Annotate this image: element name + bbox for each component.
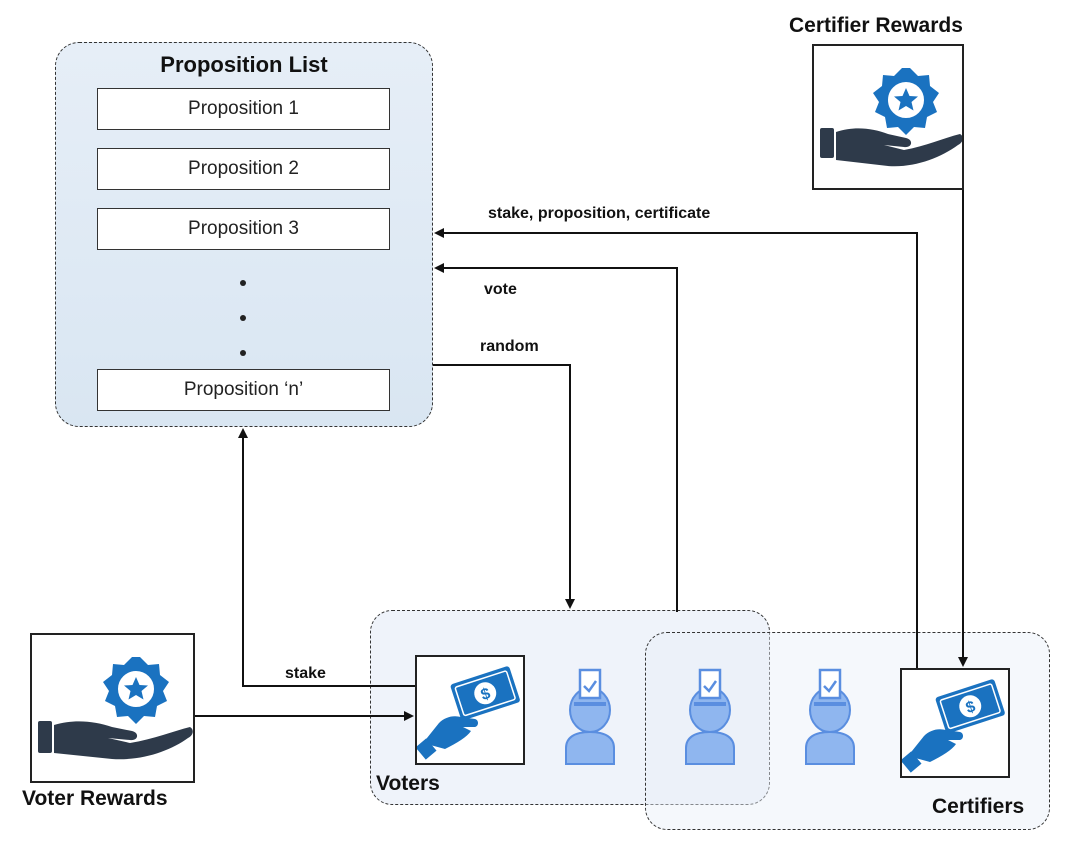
proposition-item-2: Proposition 2 xyxy=(97,148,390,190)
voter-rewards-label: Voter Rewards xyxy=(22,787,168,810)
edge-random xyxy=(433,364,575,609)
reward-icon xyxy=(820,68,963,167)
person-ballot-icon xyxy=(565,668,615,765)
voters-label: Voters xyxy=(376,772,440,795)
proposition-item-n: Proposition ‘n’ xyxy=(97,369,390,411)
edge-stake xyxy=(238,428,415,687)
money-hand-icon: $ xyxy=(900,679,1005,773)
certifier-rewards-box xyxy=(812,44,964,190)
ellipsis-dot xyxy=(240,315,246,321)
edge-label-stake-proposition-certificate: stake, proposition, certificate xyxy=(488,205,711,222)
voter-stake-box: $ xyxy=(415,655,525,765)
ellipsis-dot xyxy=(240,350,246,356)
edge-stake-proposition-certificate xyxy=(434,228,918,668)
edge-label-vote: vote xyxy=(484,281,517,298)
ellipsis-dot xyxy=(240,280,246,286)
certifier-stake-box: $ xyxy=(900,668,1010,778)
certifiers-label: Certifiers xyxy=(932,795,1025,818)
reward-icon xyxy=(38,657,193,760)
voter-rewards-box xyxy=(30,633,195,783)
proposition-item-1: Proposition 1 xyxy=(97,88,390,130)
person-ballot-icon xyxy=(805,668,855,765)
person-ballot-icon xyxy=(685,668,735,765)
certifier-rewards-label: Certifier Rewards xyxy=(789,14,963,37)
edge-label-stake: stake xyxy=(285,665,326,682)
star-badge-icon xyxy=(103,657,169,724)
edge-vote xyxy=(434,263,678,612)
proposition-item-3: Proposition 3 xyxy=(97,208,390,250)
hand-icon xyxy=(820,128,963,167)
proposition-list-title: Proposition List xyxy=(160,52,328,77)
money-hand-icon: $ xyxy=(415,666,520,760)
star-badge-icon xyxy=(873,68,939,135)
hand-icon xyxy=(38,721,193,760)
edge-label-random: random xyxy=(480,338,539,355)
